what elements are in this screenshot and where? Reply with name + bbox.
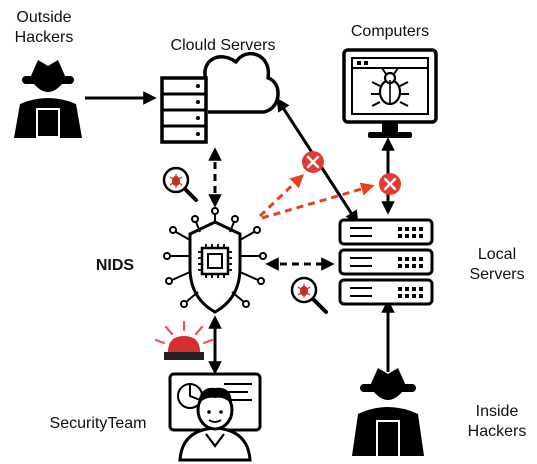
attack-arrow-to-cloud [258,174,304,218]
block-marker-icon [379,173,401,195]
security-team-icon [168,372,262,462]
outside-hackers-label: Outside Hackers [14,9,74,46]
computers-label: Computers [350,23,430,40]
virus-magnifier-icon [162,166,198,202]
cloud-servers-label: Clould Servers [170,37,276,54]
nids-chip-icon [163,207,267,314]
virus-magnifier-icon [290,276,328,314]
attack-arrow-to-computer [261,182,375,220]
block-marker-icon [302,151,324,173]
security-team-label: SecurityTeam [49,415,147,432]
outside-hacker-icon [14,60,82,138]
computer-bug-icon [342,48,438,138]
alarm-icon [154,320,214,360]
inside-hacker-icon [352,368,424,456]
local-server-icon [338,218,434,306]
inside-hackers-label: Inside Hackers [467,403,527,440]
nids-label: NIDS [95,257,135,274]
cloud-server-icon [160,51,280,144]
local-servers-label: Local Servers [469,246,525,283]
